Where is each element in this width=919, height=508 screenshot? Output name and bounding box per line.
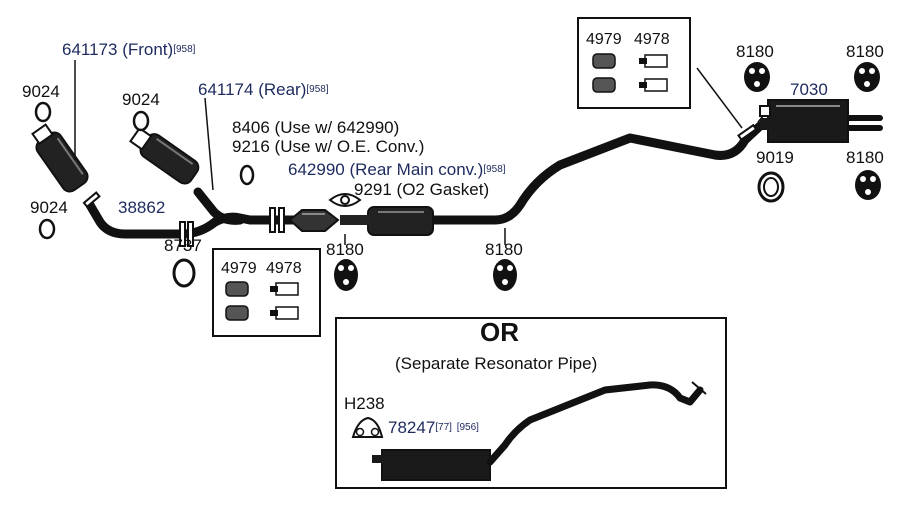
label-hanger-h238: H238: [344, 394, 385, 413]
label-hanger-top-left: 8180: [736, 42, 774, 61]
gasket-8406: [239, 164, 255, 186]
label-hardware-top-4978: 4978: [634, 31, 670, 48]
label-hanger-center-left: 8180: [326, 240, 364, 259]
hanger-h238: [351, 416, 384, 438]
hanger-8180-right-bottom: [855, 170, 881, 200]
label-or-title: OR: [480, 317, 519, 347]
label-part-8406: 8406 (Use w/ 642990): [232, 118, 400, 137]
label-hanger-top-right: 8180: [846, 42, 884, 61]
muffler-7030: [759, 99, 849, 143]
rear-converter: [129, 126, 200, 185]
flange-muffler: [737, 123, 758, 142]
rear-y-branch-pipe: [193, 187, 245, 225]
label-gasket-9024-bottom: 9024: [30, 198, 68, 217]
label-converter-642990: 642990 (Rear Main conv.)[958]: [288, 160, 506, 179]
gasket-9024-mid: [132, 110, 150, 132]
gasket-9024-bottom: [38, 218, 56, 240]
label-pipe-38862: 38862: [118, 198, 166, 217]
hardware-top-nuts: [592, 53, 616, 93]
gasket-9019: [757, 171, 785, 203]
label-hardware-top-4979: 4979: [586, 31, 622, 48]
label-gasket-9024-top: 9024: [22, 82, 60, 101]
label-hanger-right-bottom: 8180: [846, 148, 884, 167]
mid-pipe: [425, 121, 765, 225]
label-gasket-9019: 9019: [756, 148, 794, 167]
label-hardware-left-4979: 4979: [221, 260, 257, 277]
hanger-8180-top-left: [744, 62, 770, 92]
label-part-9216: 9216 (Use w/ O.E. Conv.): [232, 137, 425, 156]
label-resonator-pipe: 78247[77] [956]: [388, 418, 479, 437]
hanger-8180-top-right: [854, 62, 880, 92]
hanger-8180-center-right: [493, 259, 517, 291]
flange-front: [82, 191, 101, 209]
label-hanger-center-right: 8180: [485, 240, 523, 259]
label-muffler-7030: 7030: [790, 80, 828, 99]
resonator-pipe-78247: [372, 381, 707, 481]
label-gasket-8737: 8737: [164, 236, 202, 255]
gasket-8737: [172, 258, 196, 288]
label-hardware-left-4978: 4978: [266, 260, 302, 277]
label-gasket-9024-mid: 9024: [122, 90, 160, 109]
label-front-pipe: 641173 (Front)[958]: [62, 40, 196, 59]
hardware-left-nuts: [225, 281, 249, 321]
gasket-9024-top: [34, 101, 52, 123]
label-o2-gasket: 9291 (O2 Gasket): [354, 180, 490, 199]
o2-gasket: [328, 193, 362, 207]
hardware-left-bolts: [270, 282, 299, 320]
flange-converter-right: [278, 207, 285, 233]
rear-main-converter: [288, 209, 340, 232]
label-or-subtitle: (Separate Resonator Pipe): [395, 354, 598, 373]
hanger-8180-center-left: [334, 259, 358, 291]
hardware-top-bolts: [639, 54, 668, 92]
tail-pipe: [845, 115, 883, 131]
label-rear-pipe: 641174 (Rear)[958]: [198, 80, 329, 99]
center-resonator: [340, 206, 434, 236]
flange-8737: [187, 221, 194, 247]
flange-converter-left: [269, 207, 276, 233]
flange-38862: [179, 221, 186, 247]
front-converter: [31, 123, 89, 193]
